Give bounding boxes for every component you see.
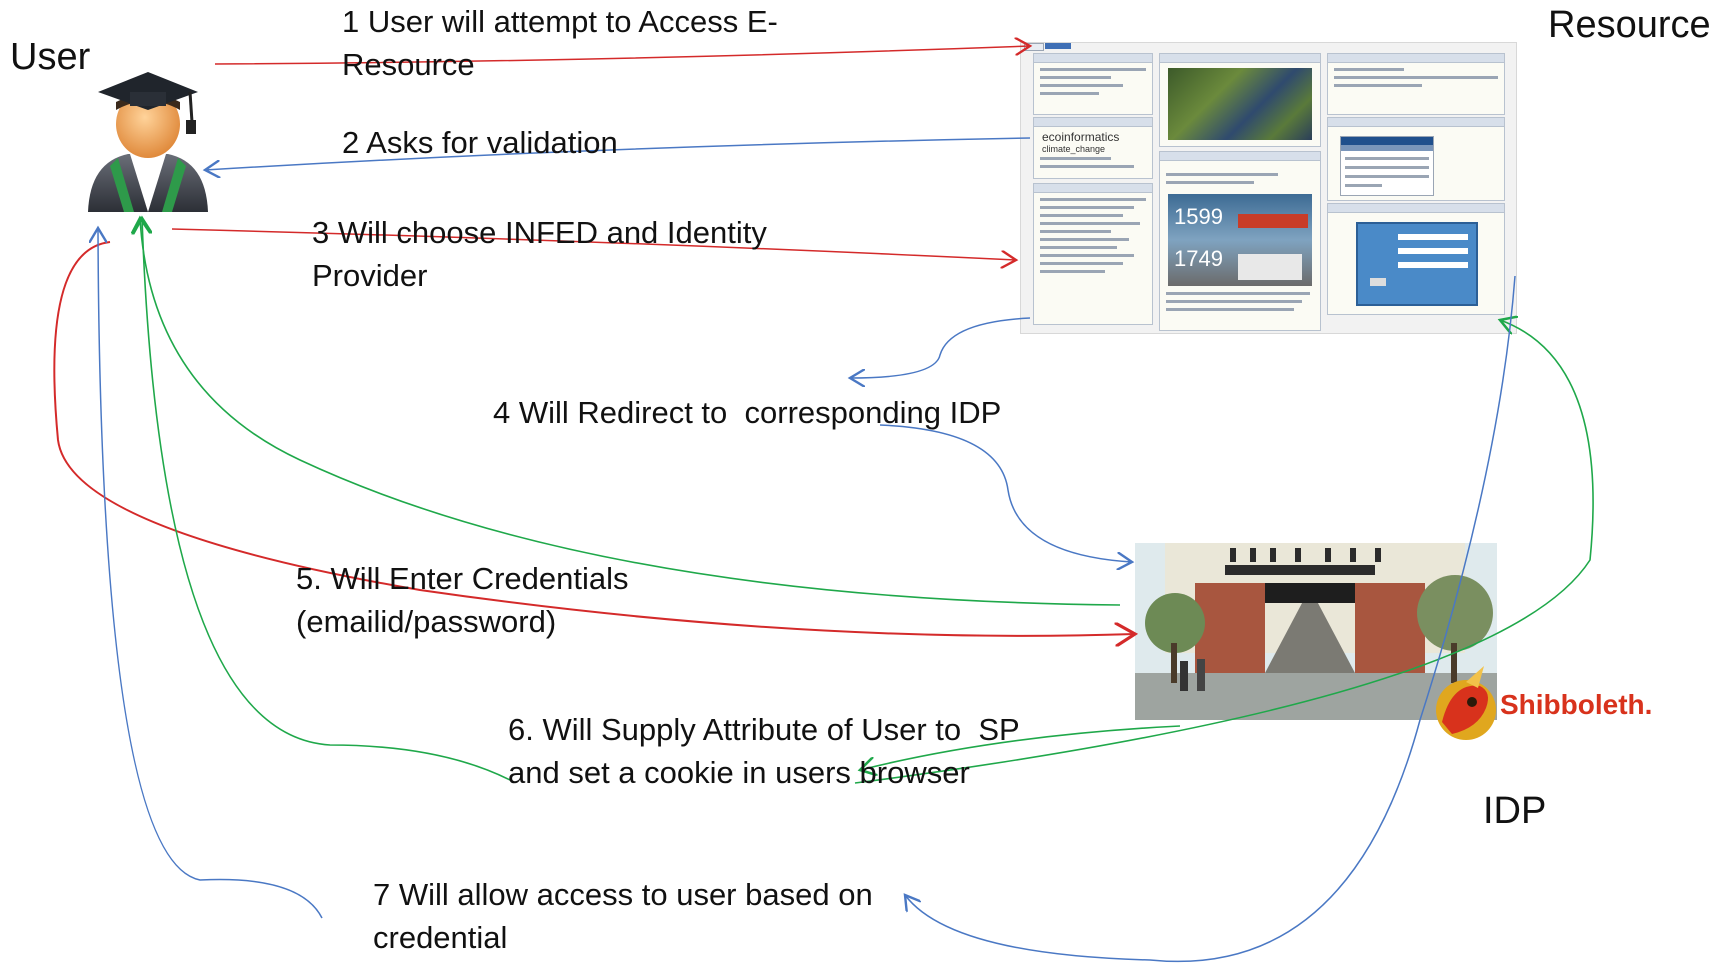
price-bottom: 1749 — [1174, 246, 1223, 271]
resource-label: Resource — [1548, 4, 1711, 46]
arrow-idp-to-resource — [854, 320, 1594, 784]
arrow-step-7 — [905, 275, 1516, 963]
graduate-user-icon — [88, 72, 208, 212]
idp-building-photo — [1135, 543, 1497, 720]
arrow-step-2 — [205, 137, 1031, 170]
resource-website-screenshot: ecoinformatics climate_change 1599 1749 — [1020, 42, 1517, 334]
subline-text: climate_change — [1042, 144, 1106, 154]
step-3-label: 3 Will choose INFED and Identity Provide… — [312, 215, 767, 293]
step-5-label: 5. Will Enter Credentials (emailid/passw… — [296, 561, 629, 639]
arrow-step-6-user — [142, 218, 511, 781]
arrow-step-4b — [879, 424, 1132, 562]
arrow-step-7-user — [98, 228, 323, 919]
step-4-label: 4 Will Redirect to corresponding IDP — [493, 395, 1002, 430]
shibboleth-logo: Shibboleth. — [1422, 662, 1672, 752]
arrow-step-4a — [850, 317, 1031, 378]
step-2-label: 2 Asks for validation — [342, 125, 618, 160]
arrow-step-3 — [171, 228, 1016, 260]
shibboleth-logo-text: Shibboleth. — [1500, 689, 1652, 720]
arrow-idp-to-user-a — [140, 218, 1121, 606]
arrow-step-5 — [53, 241, 1135, 636]
user-label: User — [10, 36, 91, 78]
headline-text: ecoinformatics — [1042, 130, 1120, 144]
step-1-label: 1 User will attempt to Access E- Resourc… — [342, 4, 778, 82]
idp-label: IDP — [1483, 790, 1547, 832]
arrow-step-1 — [214, 46, 1030, 65]
arrow-step-6 — [860, 725, 1181, 770]
price-top: 1599 — [1174, 204, 1223, 229]
step-7-label: 7 Will allow access to user based on cre… — [373, 877, 873, 955]
step-6-label: 6. Will Supply Attribute of User to SP a… — [508, 712, 1020, 790]
